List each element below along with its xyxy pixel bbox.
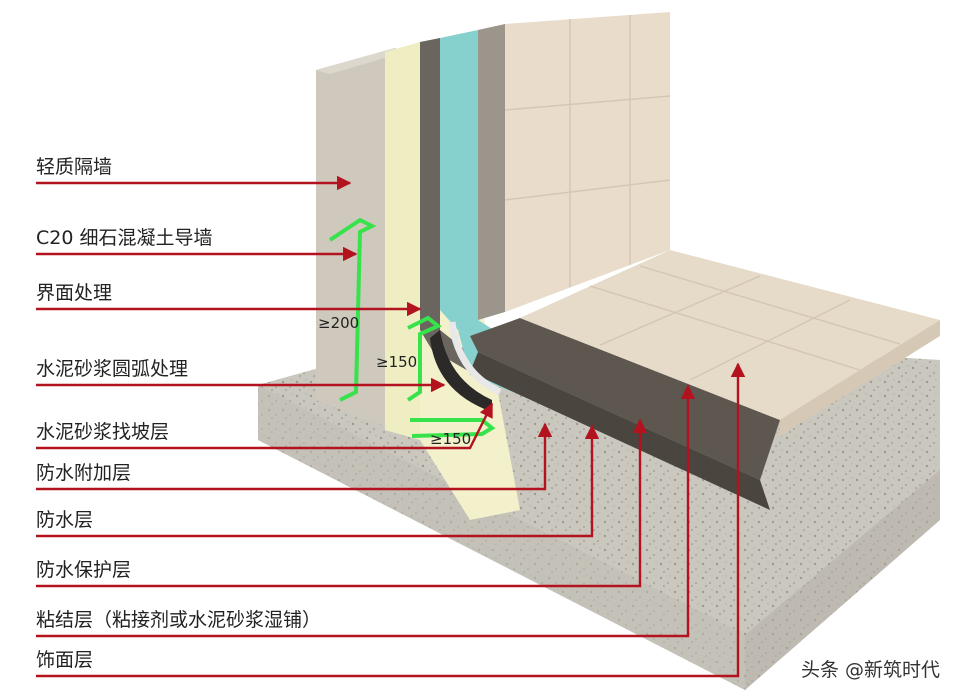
- dimension-additional-floor-text: ≥150: [430, 430, 472, 448]
- label-guide-wall: C20 细石混凝土导墙: [36, 227, 213, 249]
- leader-line-additional: [36, 422, 553, 491]
- label-protection-layer: 防水保护层: [36, 559, 132, 581]
- label-waterproof-additional: 防水附加层: [36, 462, 132, 484]
- leader-line-slope: [36, 402, 494, 450]
- label-waterproof-layer: 防水层: [36, 509, 94, 531]
- floor-tile-finish: [520, 250, 940, 436]
- mortar-arc-treatment: [448, 321, 502, 396]
- dimension-additional-up-line: [406, 315, 442, 402]
- dimension-lines: [328, 217, 496, 438]
- leader-line-waterproof: [36, 424, 600, 538]
- leader-lines: [36, 175, 746, 678]
- label-bonding-layer: 粘结层（粘接剂或水泥砂浆湿铺）: [36, 609, 322, 631]
- dimension-wall-height-line: [328, 217, 377, 402]
- wall-tile-finish: [504, 12, 671, 312]
- leader-line-bonding: [36, 384, 696, 638]
- watermark: 头条 @新筑时代: [800, 659, 940, 681]
- label-mortar-arc: 水泥砂浆圆弧处理: [36, 358, 189, 380]
- label-finish-layer: 饰面层: [36, 649, 94, 671]
- mortar-slope-layer: [470, 318, 780, 510]
- label-interface: 界面处理: [36, 282, 113, 304]
- protection-layer: [478, 24, 505, 320]
- waterproof-additional-layer: [430, 330, 492, 412]
- leader-line-protection: [36, 418, 648, 588]
- leader-line-finish: [36, 362, 746, 678]
- light-partition-wall: [316, 48, 405, 430]
- dimension-additional-up-text: ≥150: [376, 353, 418, 371]
- dimension-additional-floor-line: [410, 418, 496, 438]
- label-mortar-slope: 水泥砂浆找坡层: [36, 421, 170, 443]
- label-light-partition: 轻质隔墙: [36, 156, 113, 178]
- dimension-wall-height-text: ≥200: [318, 314, 360, 332]
